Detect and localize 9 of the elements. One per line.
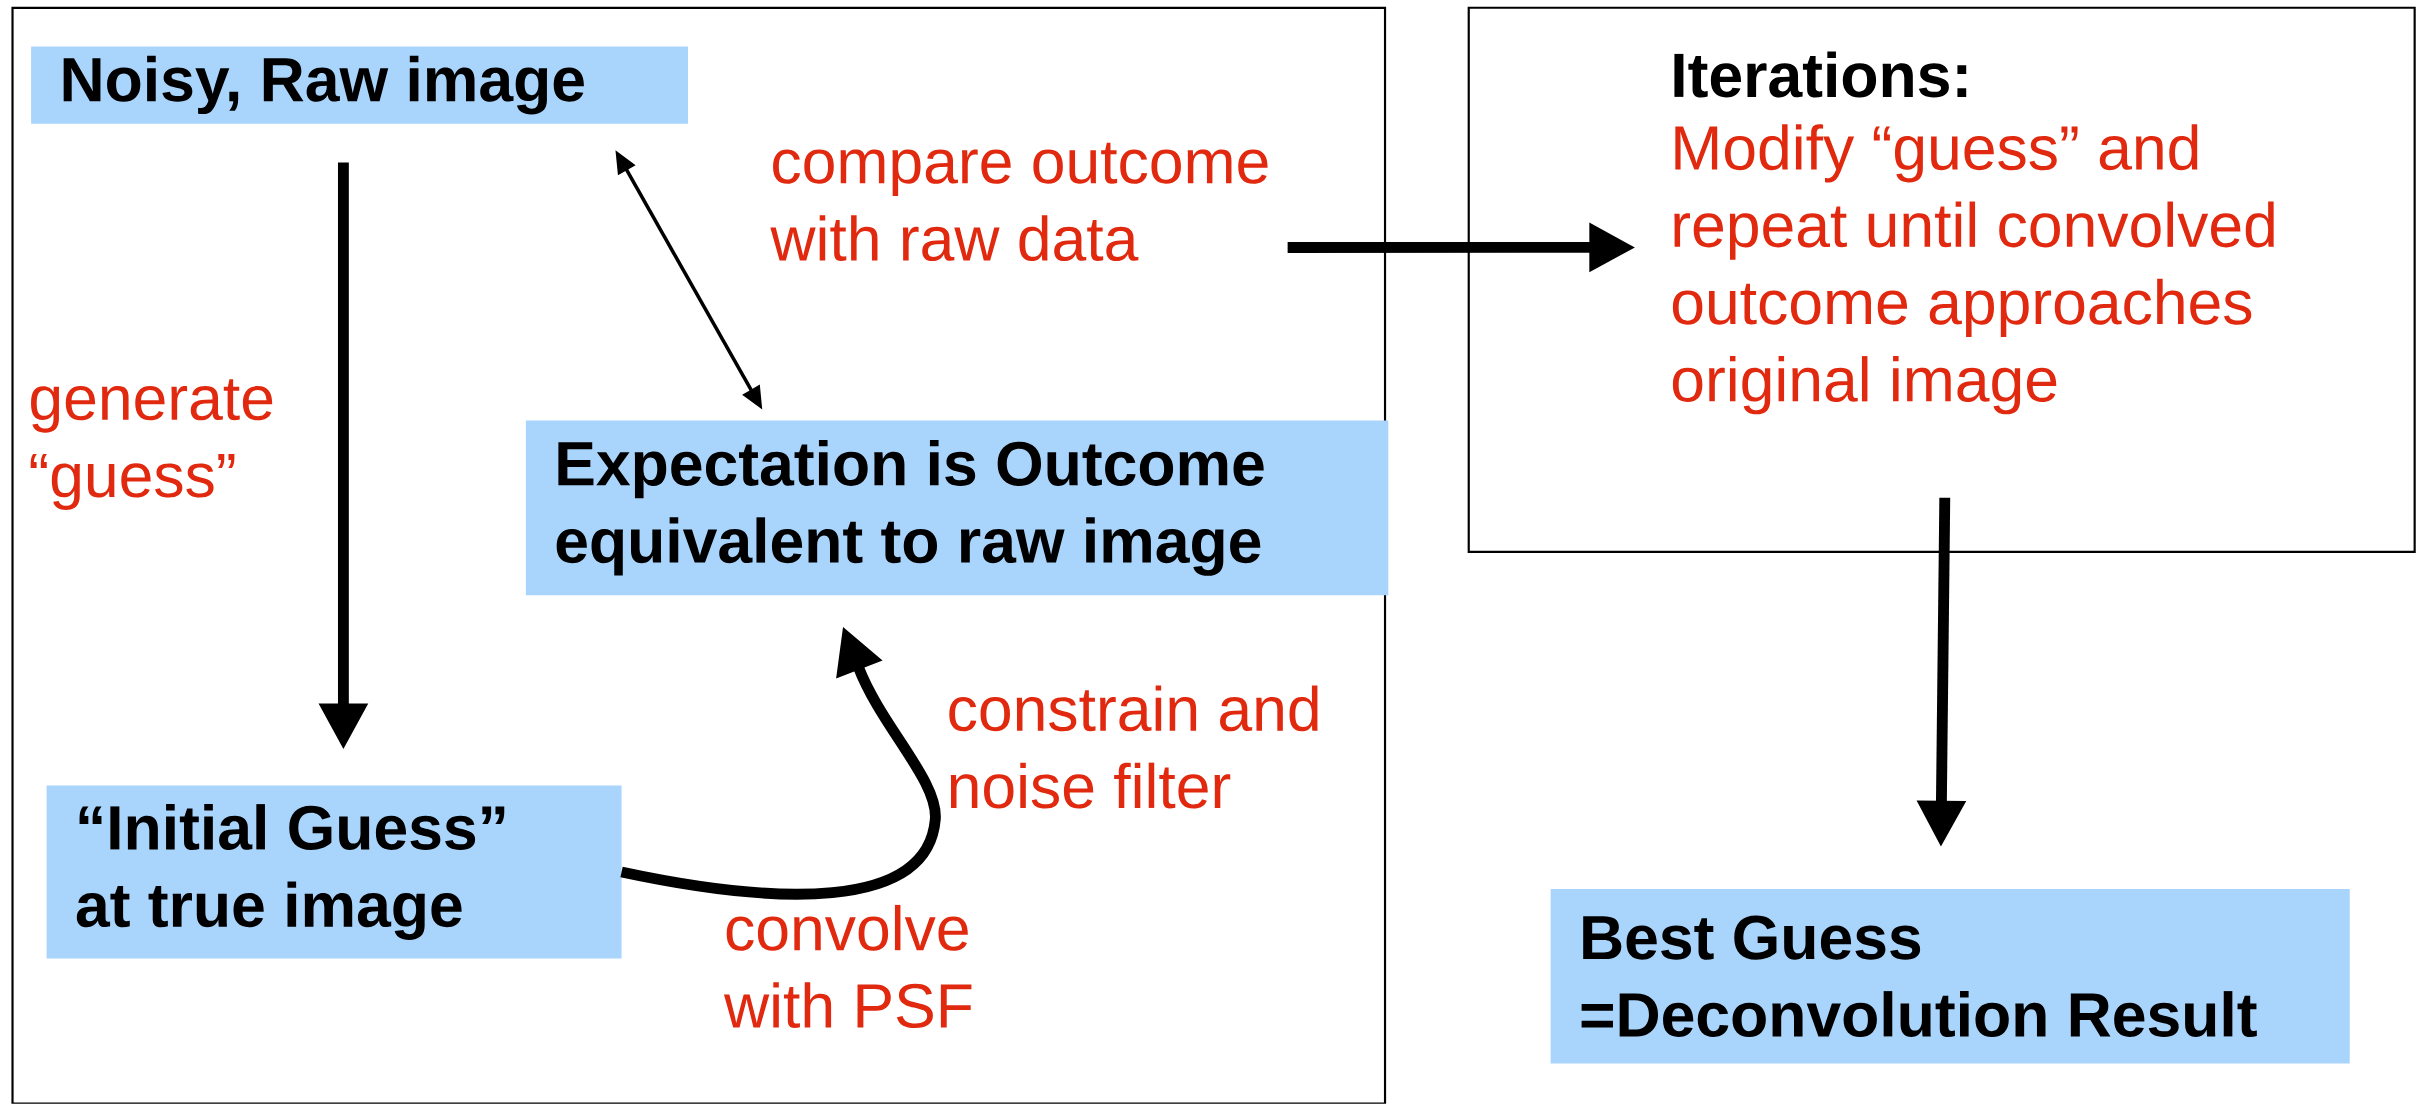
process-box: Expectation is Outcome equivalent to raw image xyxy=(525,420,1389,596)
process-box: Noisy, Raw image xyxy=(31,46,688,124)
result-box: Best Guess =Deconvolution Result xyxy=(1550,889,2350,1064)
note-text: constrain and noise filter xyxy=(949,685,1318,809)
edge-label: generate “guess” xyxy=(28,379,299,511)
edge-label: convolve with PSF xyxy=(723,905,995,1029)
process-box: “Initial Guess” at true image xyxy=(46,785,622,959)
iteration-box: Iterations: Modify “guess” and repeat until convolved outcome approaches original image xyxy=(1467,6,2416,554)
edge-label: compare outcome with raw data xyxy=(770,142,1304,262)
